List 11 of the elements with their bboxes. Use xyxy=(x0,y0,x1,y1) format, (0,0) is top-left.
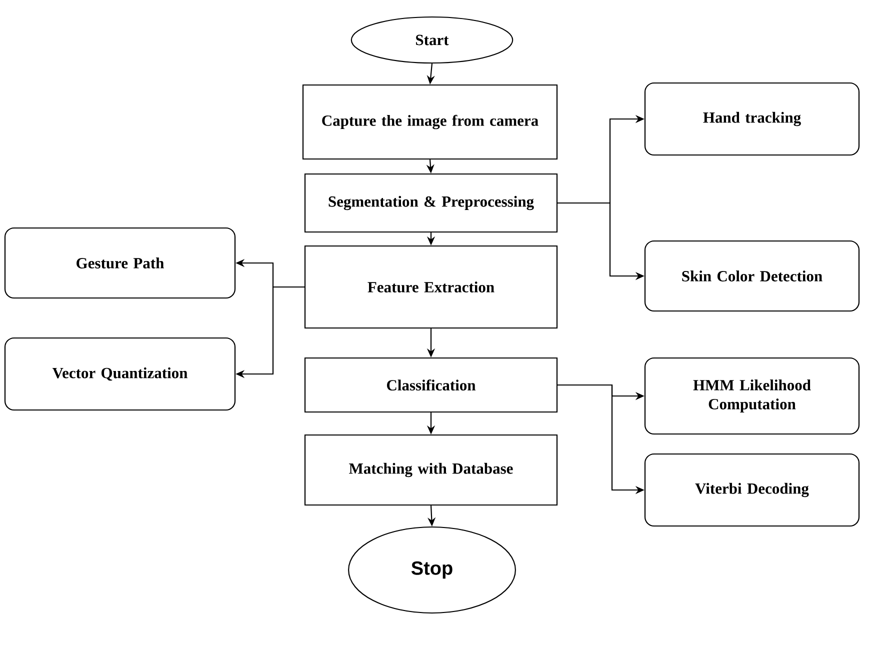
process-box: Segmentation & Preprocessing xyxy=(304,173,558,233)
side-box: Viterbi Decoding xyxy=(644,453,860,527)
process-box: Capture the image from camera xyxy=(302,84,558,160)
side-box: Gesture Path xyxy=(4,227,236,299)
process-box: Feature Extraction xyxy=(304,245,558,329)
process-box: Matching with Database xyxy=(304,434,558,506)
process-box: Classification xyxy=(304,357,558,413)
side-box: Skin Color Detection xyxy=(644,240,860,312)
side-box: HMM Likelihood Computation xyxy=(644,357,860,435)
side-box: Hand tracking xyxy=(644,82,860,156)
side-box: Vector Quantization xyxy=(4,337,236,411)
